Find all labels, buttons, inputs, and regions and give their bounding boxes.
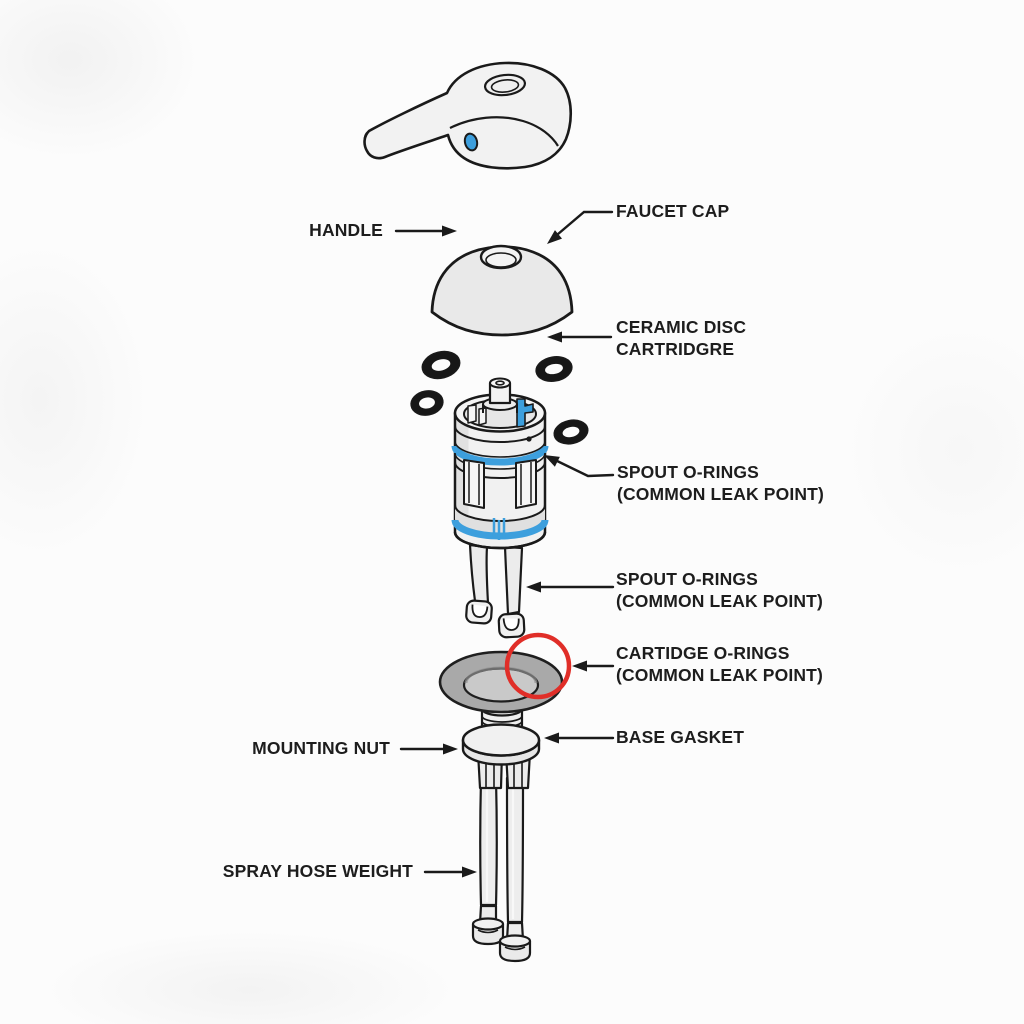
handle-top-button-inner bbox=[490, 79, 520, 93]
o-rings bbox=[410, 350, 589, 445]
dome-body bbox=[430, 245, 574, 337]
cartridge-window-left-ribs bbox=[468, 462, 480, 505]
lower-assembly bbox=[438, 632, 572, 963]
o-ring-2 bbox=[535, 356, 573, 382]
handle-body bbox=[363, 61, 573, 170]
handle-label: HANDLE bbox=[309, 220, 383, 240]
dome-button bbox=[479, 244, 523, 270]
cartridge-window-right-ribs bbox=[520, 462, 532, 505]
base-gasket-label: BASE GASKET bbox=[616, 727, 745, 747]
faucet-cap-label: FAUCET CAP bbox=[616, 201, 730, 221]
o-ring-3 bbox=[410, 390, 444, 416]
mounting-nut-arrow bbox=[399, 743, 458, 755]
o-ring-1 bbox=[421, 350, 461, 380]
cartridge-blue-band-upper bbox=[451, 445, 549, 466]
faucet-cap-arrow bbox=[547, 210, 614, 244]
supply-tube-left bbox=[471, 776, 505, 946]
cartridge-stem-hole bbox=[495, 380, 505, 386]
o-ring-4 bbox=[553, 419, 589, 445]
cartridge-bottom-edge bbox=[453, 531, 547, 550]
cartridge-blue-port bbox=[516, 398, 534, 428]
leader-arrows bbox=[394, 210, 615, 878]
cartridge-foot-right bbox=[497, 612, 526, 639]
cartridge-seam-1 bbox=[454, 425, 546, 443]
supply-tube-right bbox=[498, 776, 532, 963]
cartridge-window-left bbox=[463, 459, 485, 509]
ceramic-disc-cartridge-arrow bbox=[547, 331, 613, 343]
handle-lever bbox=[363, 61, 573, 170]
spout-orings-lower-label: SPOUT O-RINGS (COMMON LEAK POINT) bbox=[616, 569, 823, 611]
handle-arrow bbox=[394, 225, 457, 237]
spout-orings-upper-label: SPOUT O-RINGS (COMMON LEAK POINT) bbox=[617, 462, 824, 504]
cartridge-gray-band bbox=[455, 505, 545, 535]
cartridge-blue-ticks bbox=[492, 518, 506, 540]
ceramic-disc-cartridge-label: CERAMIC DISC CARTRIDGRE bbox=[616, 317, 747, 359]
spout-orings-upper-arrow bbox=[544, 455, 615, 478]
cartridge-foot-left bbox=[465, 599, 493, 625]
cartridge-leg-left bbox=[468, 543, 490, 605]
cartridge-window-right bbox=[515, 459, 537, 509]
cartridge-pin-dot bbox=[526, 436, 532, 442]
cartridge-collar-sides bbox=[482, 404, 518, 413]
spout-orings-lower-arrow bbox=[526, 581, 615, 593]
mounting-flange bbox=[461, 723, 541, 766]
base-gasket-arrow bbox=[544, 732, 615, 744]
mounting-nut-label: MOUNTING NUT bbox=[252, 738, 390, 758]
cartridge-blue-band-upper-edge-b bbox=[454, 452, 546, 470]
gasket-hole-shadow bbox=[464, 666, 538, 684]
cartridge-orings-label: CARTIDGE O-RINGS (COMMON LEAK POINT) bbox=[616, 643, 823, 685]
cartridge-orings-arrow bbox=[572, 660, 615, 672]
cartridge-seam-2 bbox=[454, 461, 546, 479]
faucet-cap-dome bbox=[430, 244, 574, 337]
cartridge-blue-band-upper-edge-a bbox=[454, 440, 546, 458]
dome-button-inner bbox=[485, 252, 517, 268]
cartridge-leg-right bbox=[503, 545, 524, 616]
handle-face-line bbox=[449, 116, 559, 147]
spray-hose-weight-arrow bbox=[423, 866, 477, 878]
red-highlight-circle bbox=[504, 632, 572, 700]
ceramic-disc-cartridge bbox=[451, 377, 549, 639]
handle-indicator-dot bbox=[463, 132, 479, 152]
gasket-ring bbox=[438, 650, 564, 714]
cartridge-cavity-rib-1 bbox=[467, 404, 477, 424]
spray-hose-weight-label: SPRAY HOSE WEIGHT bbox=[222, 861, 413, 881]
flange-top bbox=[461, 723, 541, 757]
